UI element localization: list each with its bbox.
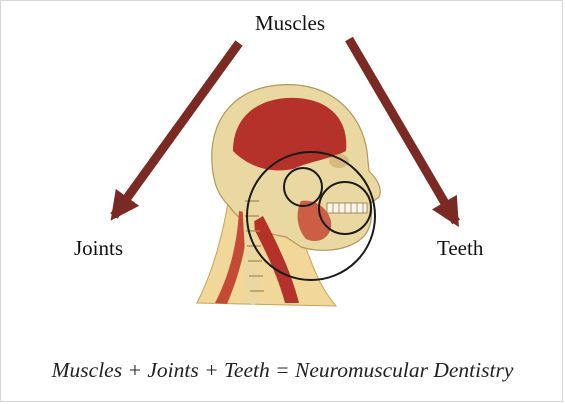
equation-caption: Muscles + Joints + Teeth = Neuromuscular…: [1, 358, 564, 383]
label-muscles: Muscles: [255, 11, 325, 36]
label-teeth: Teeth: [437, 236, 483, 261]
head-anatomy-illustration: [197, 85, 380, 306]
label-joints: Joints: [74, 236, 123, 261]
